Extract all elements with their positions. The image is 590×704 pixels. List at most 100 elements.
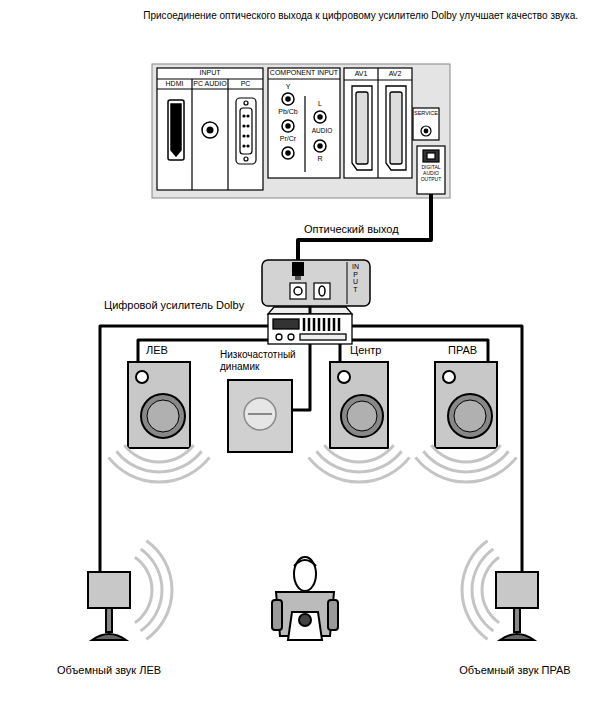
- hdmi-port: [168, 100, 184, 160]
- vga-port: [236, 98, 256, 164]
- sound-wave: [116, 451, 201, 472]
- sound-wave: [423, 451, 508, 472]
- device-label: Цифровой усилитель Dolby: [104, 299, 244, 312]
- speaker-wire: [339, 344, 342, 362]
- amplifier-slider: [323, 318, 326, 331]
- speaker-cabinet: [128, 362, 190, 448]
- vga-port: [240, 108, 252, 154]
- listener: [328, 600, 338, 630]
- optical-output-panel: [417, 146, 445, 194]
- amplifier-slider: [313, 318, 316, 331]
- speaker: ЛЕВ: [128, 362, 190, 448]
- sound-wave: [146, 541, 172, 639]
- panel-label: HDMI: [157, 80, 192, 88]
- rca-jack: [314, 140, 326, 152]
- listener: [272, 557, 338, 640]
- listener: [294, 557, 316, 591]
- input-panel: [227, 79, 228, 190]
- speaker-cabinet: [141, 394, 185, 438]
- rca-jack: [318, 115, 322, 119]
- panel-label: PC AUDIO: [192, 80, 228, 88]
- panel-label: L: [306, 100, 334, 108]
- amplifier-input-box: [262, 260, 370, 306]
- component-panel: [304, 96, 305, 172]
- speaker-cabinet: [448, 394, 492, 438]
- sound-wave: [309, 457, 410, 482]
- hdmi-port: [168, 100, 184, 160]
- optical-output-panel: [427, 153, 435, 159]
- panel-label: SERVICE: [413, 110, 439, 116]
- speaker-cabinet: [341, 395, 383, 437]
- sound-wave: [472, 549, 493, 631]
- service-panel: SERVICE: [413, 108, 439, 140]
- sound-wave: [316, 451, 401, 472]
- listener: [299, 614, 311, 626]
- speaker-cabinet: [330, 362, 388, 448]
- surround-speaker: [88, 572, 130, 608]
- amplifier: [273, 319, 299, 329]
- hdmi-port: [171, 104, 181, 156]
- amplifier-input-box: [319, 286, 325, 296]
- av-panel: [344, 68, 412, 178]
- amplifier-slider: [304, 318, 339, 331]
- speaker-label: Объемный звук ЛЕВ: [34, 664, 184, 677]
- amplifier-input-box: [294, 287, 302, 295]
- input-panel: INPUTHDMIPC AUDIOPC: [157, 68, 263, 190]
- sound-wave: [109, 445, 517, 639]
- amplifier-input-box: [295, 276, 301, 280]
- sound-wave: [431, 445, 500, 462]
- panel-label: Pb/Cb: [270, 108, 306, 116]
- panel-label: PC: [228, 80, 263, 88]
- input-panel: [157, 68, 263, 190]
- scart-connector: [390, 92, 402, 164]
- amplifier-slider: [338, 318, 341, 331]
- panel-label: Y: [272, 83, 304, 91]
- vga-port: [244, 101, 248, 105]
- panel-label: DIGITAL AUDIO OUTPUT: [417, 165, 445, 182]
- sound-wave: [141, 549, 162, 631]
- amplifier-slider: [303, 318, 306, 331]
- amplifier-input-box: [262, 260, 370, 306]
- panel-label: INPUT: [352, 263, 359, 294]
- speaker: ПРАВ: [435, 362, 497, 448]
- speaker-cabinet: [435, 362, 497, 448]
- connector-label: Оптический выход: [303, 223, 400, 235]
- component-panel: [268, 68, 340, 178]
- amplifier-input-box: INPUT: [262, 260, 370, 306]
- service-panel: [413, 108, 439, 140]
- rca-jack: [314, 111, 326, 123]
- input-panel: [157, 88, 263, 89]
- component-input-panel: COMPONENT INPUTYPb/CbPr/CrLAUDIOR: [268, 68, 340, 178]
- listener: [288, 612, 322, 640]
- tv-back-panel: [152, 64, 450, 198]
- panel-label: AUDIO: [306, 127, 338, 134]
- surround-speaker: Объемный звук ПРАВ: [494, 572, 540, 642]
- listener: [294, 560, 316, 566]
- panel-label: R: [306, 155, 334, 163]
- title: Присоединение оптического выхода к цифро…: [20, 10, 578, 21]
- panel-label: AV1: [344, 70, 378, 78]
- rca-jack: [282, 120, 294, 132]
- amplifier-slider: [308, 318, 311, 331]
- vga-port: [243, 145, 245, 147]
- subwoofer-cabinet: [228, 380, 292, 452]
- av-panel: AV1AV2: [344, 68, 412, 178]
- amplifier: [276, 334, 282, 340]
- speaker-cabinet: [347, 401, 377, 431]
- speaker-label: ПРАВ: [448, 344, 477, 357]
- amplifier: [288, 334, 294, 340]
- amplifier: [268, 307, 352, 314]
- amplifier-slider: [333, 318, 336, 331]
- panel-label: AV2: [378, 70, 412, 78]
- speaker-cabinet: [136, 371, 148, 383]
- sound-wave: [109, 457, 210, 482]
- subwoofer-cabinet: [228, 380, 292, 452]
- av-panel: [377, 68, 378, 178]
- panel-label: Pr/Cr: [270, 135, 306, 143]
- amplifier: [268, 314, 352, 344]
- scart-connector: [352, 86, 406, 170]
- speaker-label: Низкочастотный динамик: [220, 349, 302, 372]
- amplifier-slider: [328, 318, 331, 331]
- vga-port: [244, 157, 248, 161]
- scart-connector: [386, 86, 406, 170]
